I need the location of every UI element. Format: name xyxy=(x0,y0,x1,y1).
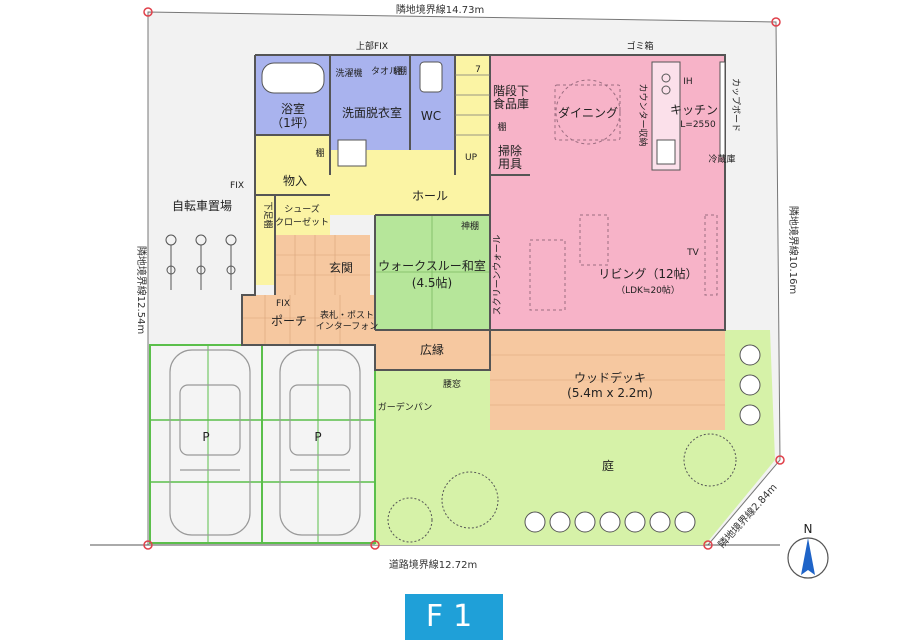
label-bath: 浴室 xyxy=(281,101,305,116)
label-walkthrough-size: (4.5帖) xyxy=(412,275,452,290)
parking-label-1: P xyxy=(202,430,209,444)
tv-board xyxy=(704,214,718,296)
label-shelf-2: 棚 xyxy=(497,121,506,133)
label-deck-size: (5.4m x 2.2m) xyxy=(567,386,653,400)
boundary-bottom: 道路境界線12.72m xyxy=(389,558,477,571)
label-tv: TV xyxy=(686,248,699,258)
label-ih: IH xyxy=(683,77,692,87)
label-post: 表札・ポスト xyxy=(320,309,374,321)
parking-label-2: P xyxy=(314,430,321,444)
toilet xyxy=(419,61,443,93)
label-cleaning: 掃除 xyxy=(498,143,522,158)
label-shelf-1: 棚 xyxy=(315,147,324,159)
living-dining xyxy=(490,55,725,330)
label-garden: 庭 xyxy=(602,458,614,473)
label-shoe-closet: シューズ xyxy=(284,203,320,215)
shoe-shelf-area xyxy=(255,195,275,285)
label-bath-size: （1坪） xyxy=(271,116,315,130)
label-ldk: （LDK≒20帖） xyxy=(616,284,680,296)
walkthrough-room xyxy=(375,215,490,330)
car-1 xyxy=(169,349,251,536)
dining-table xyxy=(554,84,621,141)
label-fridge: 冷蔵庫 xyxy=(708,153,735,165)
entrance-area xyxy=(275,235,370,295)
label-interphone: インターフォン xyxy=(316,321,378,332)
compass-north-label: N xyxy=(804,522,813,536)
cupboard xyxy=(719,61,726,158)
label-washer: 洗濯機 xyxy=(335,67,362,79)
label-stair-pantry-2: 食品庫 xyxy=(493,96,529,111)
label-bike: 自転車置場 xyxy=(172,199,232,213)
north-compass: N xyxy=(787,522,829,579)
label-living: リビング（12帖） xyxy=(598,266,697,281)
label-entrance: 玄関 xyxy=(329,260,353,275)
label-cupboard: カップボード xyxy=(730,78,741,132)
label-kitchen: キッチン xyxy=(670,103,718,117)
boundary-left: 隣地境界線12.54m xyxy=(135,246,148,334)
label-storage: 物入 xyxy=(283,174,307,188)
label-bench: 腰窓 xyxy=(443,378,461,390)
storage-room xyxy=(255,135,330,195)
label-porch: ポーチ xyxy=(271,314,307,328)
porch-area xyxy=(242,295,375,345)
label-fix-porch: FIX xyxy=(276,299,290,309)
floor-badge: F1 xyxy=(405,594,503,640)
label-washroom: 洗面脱衣室 xyxy=(342,105,402,120)
label-top-fix: 上部FIX xyxy=(356,40,388,52)
bathtub xyxy=(261,62,325,94)
wash-sink xyxy=(337,139,367,167)
label-up: UP xyxy=(465,153,478,163)
engawa-area xyxy=(375,330,490,370)
label-wc: WC xyxy=(421,109,441,123)
label-hall: ホール xyxy=(412,189,448,203)
label-shelf-3: 棚 xyxy=(393,65,402,77)
shoe-closet xyxy=(275,195,330,235)
label-counter: カウンター収納 xyxy=(637,83,649,146)
label-engawa: 広縁 xyxy=(420,342,444,357)
label-shoe-closet-2: クローゼット xyxy=(275,216,329,228)
label-stair-number: 7 xyxy=(475,65,481,75)
car-2 xyxy=(279,349,361,536)
label-dining: ダイニング xyxy=(558,105,618,120)
label-gomi: ゴミ箱 xyxy=(626,40,653,52)
shrubs xyxy=(524,344,761,533)
label-stair-pantry: 階段下 xyxy=(493,83,529,98)
sofa xyxy=(529,239,566,311)
label-shrine: 神棚 xyxy=(461,220,479,232)
low-table xyxy=(579,214,609,266)
label-garden-pan: ガーデンパン xyxy=(378,401,432,413)
label-fix-left: FIX xyxy=(230,181,244,191)
boundary-top: 隣地境界線14.73m xyxy=(396,3,484,16)
boundary-right: 隣地境界線10.16m xyxy=(787,206,800,294)
label-shoe-shelf: 下足棚 xyxy=(262,201,274,228)
label-walkthrough: ウォークスルー和室 xyxy=(378,258,486,273)
label-screen-wall: スクリーンウォール xyxy=(492,235,503,316)
label-cleaning-2: 用具 xyxy=(498,157,522,171)
label-deck: ウッドデッキ xyxy=(574,370,646,385)
label-towel: タオル棚 xyxy=(371,65,407,77)
label-kitchen-length: L=2550 xyxy=(680,120,716,130)
trees xyxy=(387,433,737,543)
bicycles xyxy=(165,234,237,290)
